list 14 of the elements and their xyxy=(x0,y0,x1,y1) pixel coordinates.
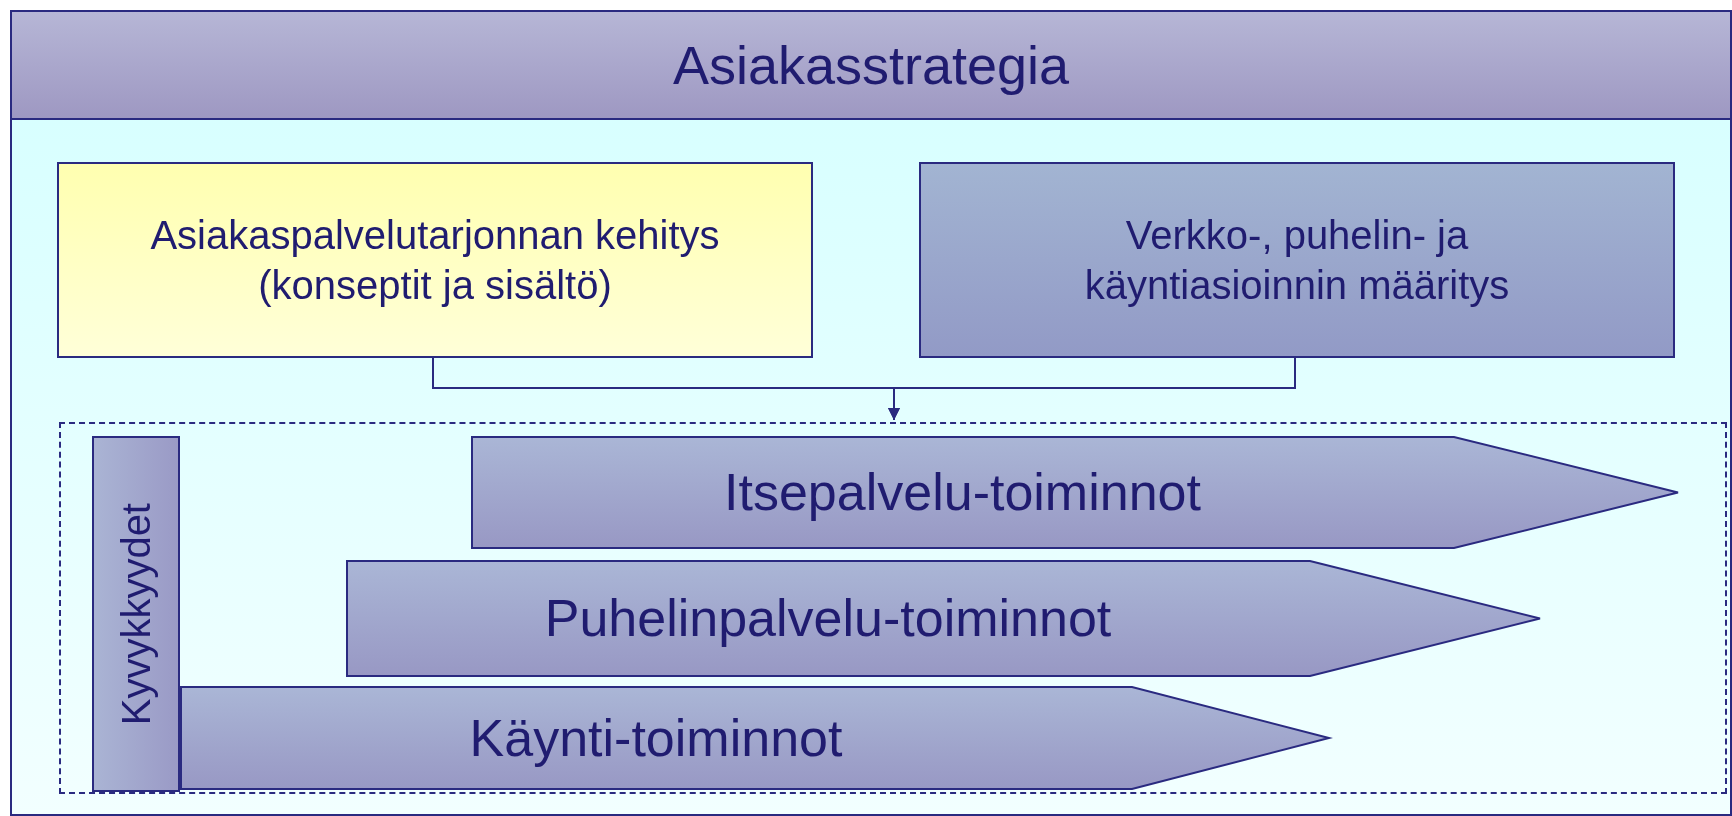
process-box: Verkko-, puhelin- ja käyntiasioinnin määritys xyxy=(919,162,1675,358)
chevron-banner xyxy=(471,436,1679,549)
arrow-label: Itsepalvelu-toiminnot xyxy=(724,462,1201,524)
vertical-bar xyxy=(92,436,180,792)
strategy-panel xyxy=(10,10,1732,816)
chevron-banner xyxy=(180,686,1330,790)
dashed-frame xyxy=(59,422,1727,794)
arrow-label: Käynti-toiminnot xyxy=(469,707,843,769)
bar-label: Kyvykkyydet xyxy=(113,502,159,726)
connector-arrow xyxy=(888,355,1296,421)
process-box: Asiakaspalvelutarjonnan kehitys (konseptit ja sisältö) xyxy=(57,162,813,358)
title-band: Asiakasstrategia xyxy=(12,12,1730,120)
arrow-label: Puhelinpalvelu-toiminnot xyxy=(544,588,1112,650)
chevron-banner xyxy=(346,560,1541,677)
